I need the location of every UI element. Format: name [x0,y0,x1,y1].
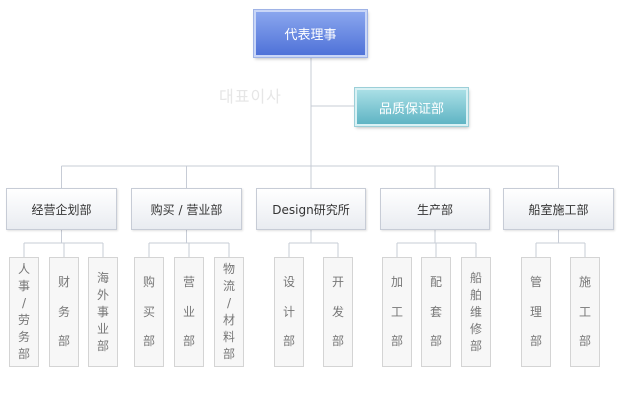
department-box: Design研究所 [256,188,366,230]
sub-department-box: 海外事业部 [88,257,118,367]
sub-department-box: 营业部 [174,257,204,367]
sub-department-box: 开发部 [323,257,353,367]
department-box: 生产部 [380,188,490,230]
department-box: 船室施工部 [503,188,614,230]
sub-department-box: 船舶维修部 [461,257,491,367]
sub-department-box: 设计部 [274,257,304,367]
sub-department-box: 财务部 [49,257,79,367]
quality-assurance-box: 品质保证部 [355,88,468,126]
sub-department-box: 物流/材料部 [214,257,244,367]
department-box: 购买 / 营业部 [131,188,242,230]
sub-department-box: 配套部 [421,257,451,367]
department-box: 经营企划部 [6,188,117,230]
sub-department-box: 施工部 [570,257,600,367]
watermark-text: 대표이사 [219,87,282,106]
sub-department-box: 购买部 [134,257,164,367]
sub-department-box: 人事/劳务部 [9,257,39,367]
ceo-box: 代表理事 [254,10,367,57]
sub-department-box: 加工部 [382,257,412,367]
sub-department-box: 管理部 [521,257,551,367]
